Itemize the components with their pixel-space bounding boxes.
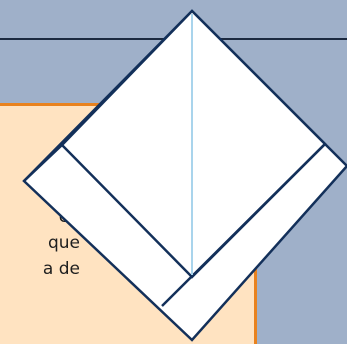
panel-text-line-3: que	[47, 233, 80, 253]
right-strip-divider	[161, 143, 326, 307]
panel-text-line-4: a de	[42, 259, 80, 279]
left-strip-edge	[23, 144, 63, 182]
